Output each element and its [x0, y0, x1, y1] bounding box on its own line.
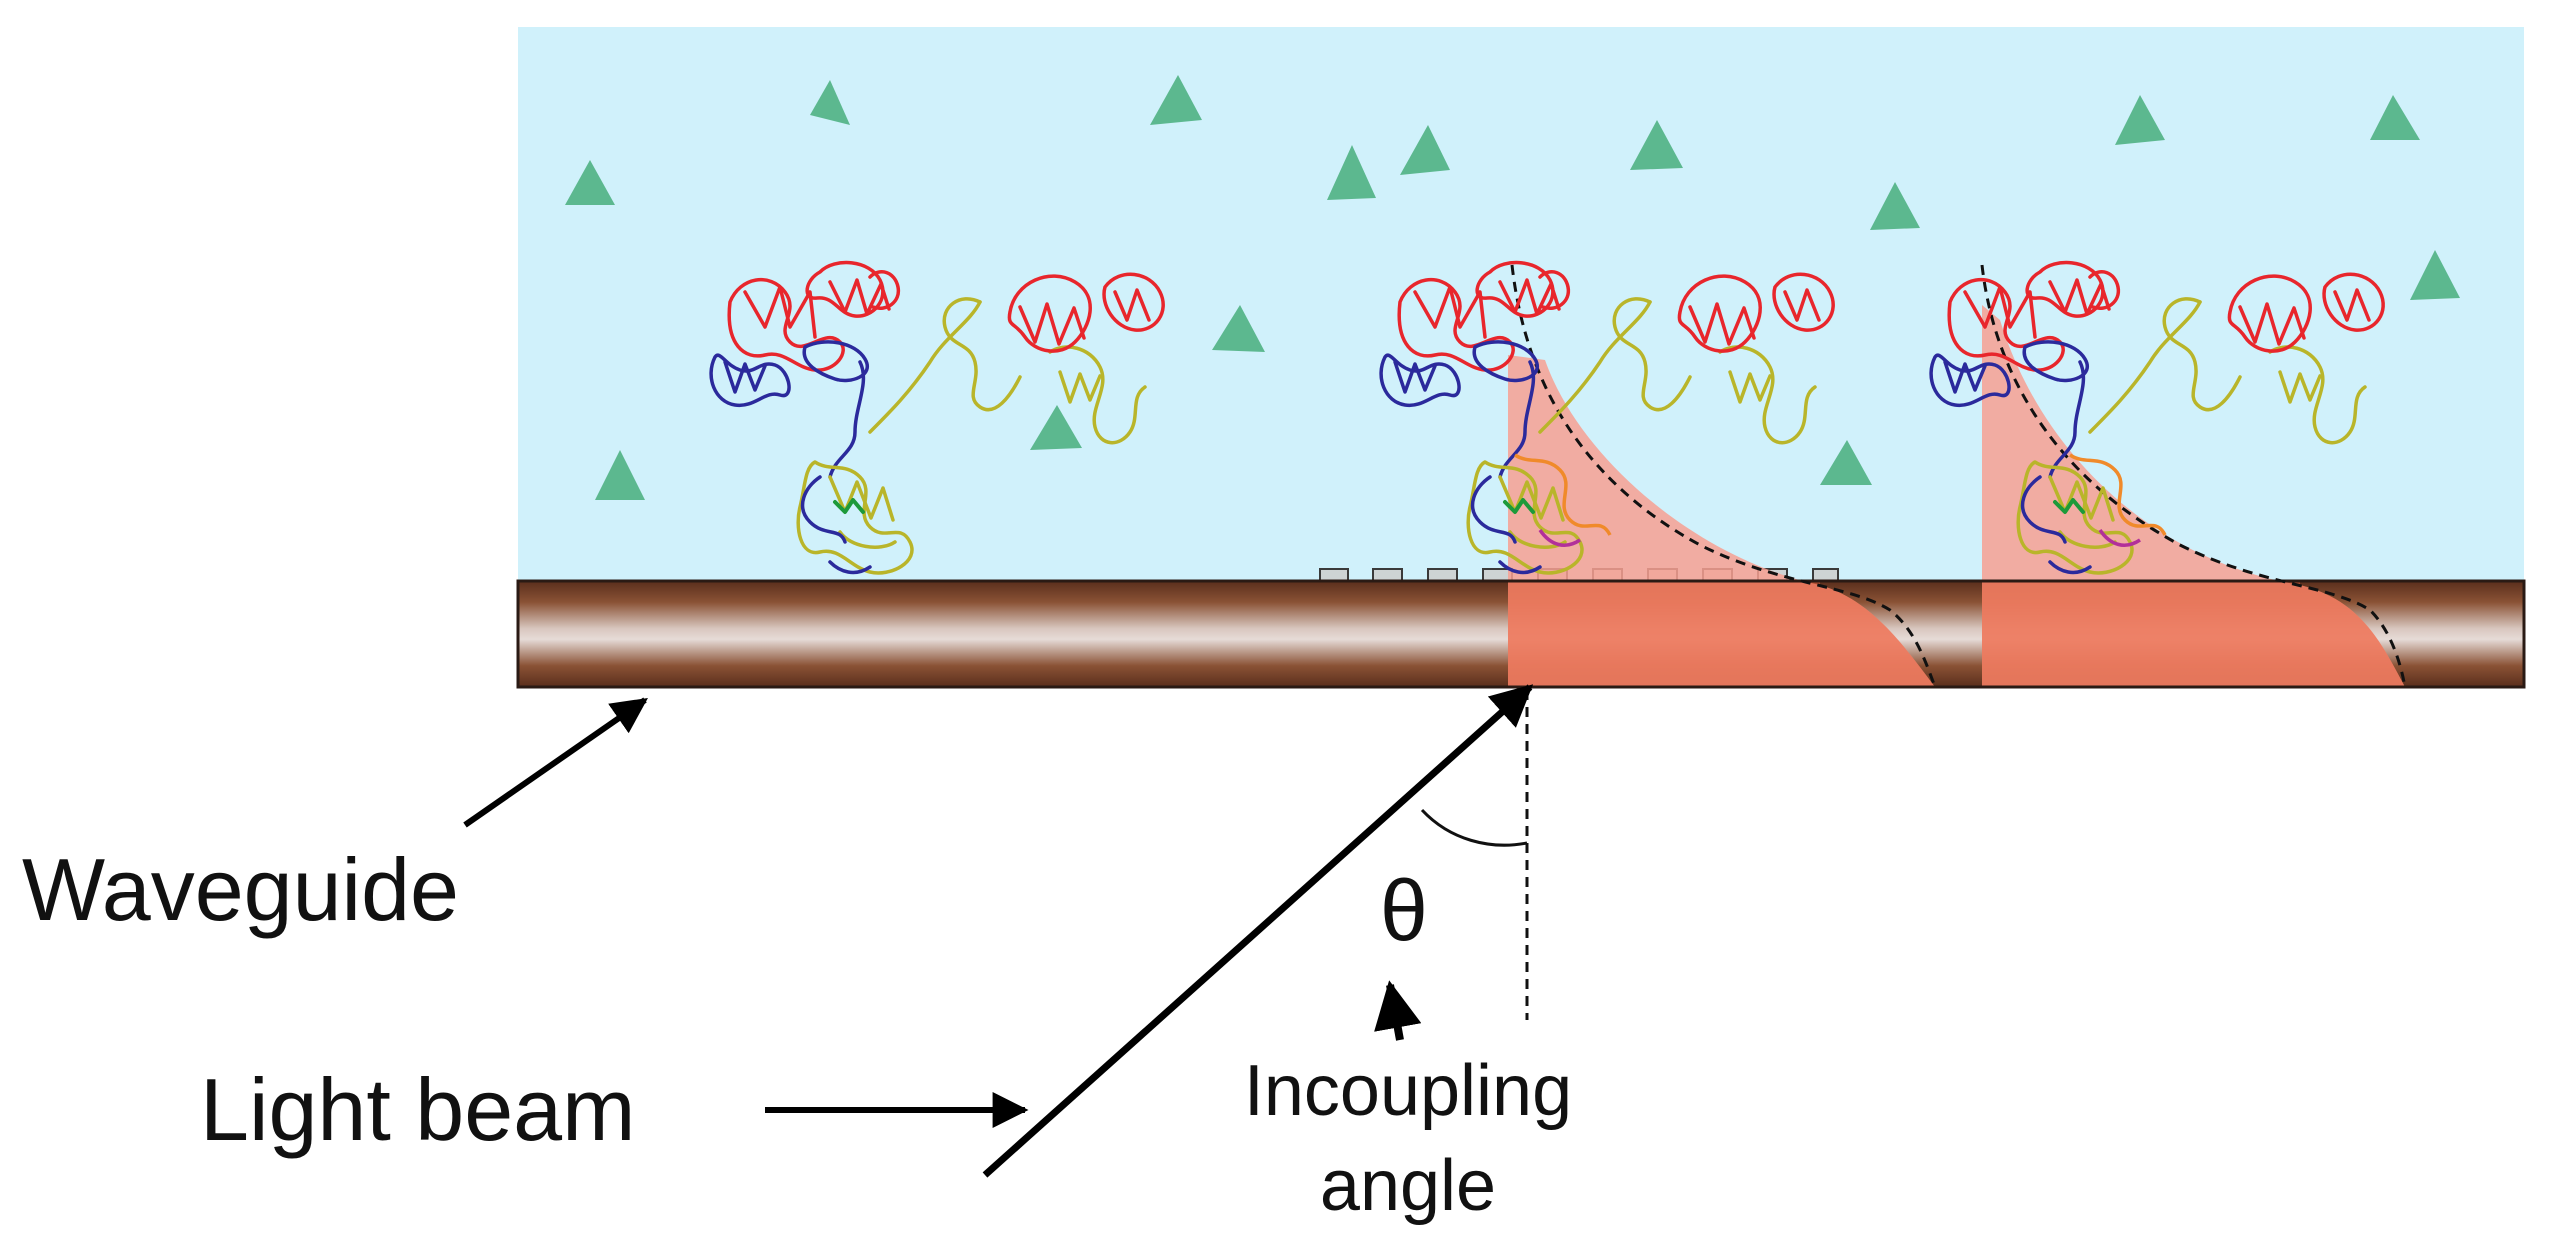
analyte-icon	[1030, 405, 1082, 450]
analyte-icon	[1630, 120, 1683, 170]
analyte-icon	[2410, 250, 2460, 300]
analyte-icon	[595, 450, 645, 500]
analyte-molecules	[565, 75, 2460, 500]
light-beam-label: Light beam	[200, 1060, 635, 1159]
captured-complex	[1514, 453, 2167, 547]
analyte-icon	[1400, 125, 1450, 175]
analyte-icon	[1327, 145, 1376, 200]
theta-label: θ	[1380, 863, 1428, 959]
incoupling-label-line1: Incoupling	[1244, 1051, 1572, 1131]
analyte-icon	[1820, 440, 1872, 485]
analyte-icon	[2370, 95, 2420, 140]
analyte-icon	[2115, 95, 2165, 145]
guided-mode-1	[1508, 581, 1935, 687]
incoupling-pointer-arrow	[1374, 980, 1422, 1041]
analyte-icon	[1150, 75, 1202, 125]
incoupling-label-line2: angle	[1320, 1146, 1496, 1226]
analyte-icon	[1212, 305, 1265, 352]
decay-curve-2	[1980, 264, 2407, 688]
analyte-icon	[810, 80, 850, 125]
analyte-icon	[565, 160, 615, 205]
decay-curve-1	[1510, 264, 1937, 688]
waveguide-label: Waveguide	[22, 840, 459, 939]
analyte-icon	[1870, 182, 1920, 230]
waveguide-pointer-arrow	[463, 697, 648, 828]
light-beam-ray	[982, 684, 1534, 1178]
angle-arc	[1420, 808, 1528, 847]
guided-mode-2	[1982, 581, 2405, 687]
